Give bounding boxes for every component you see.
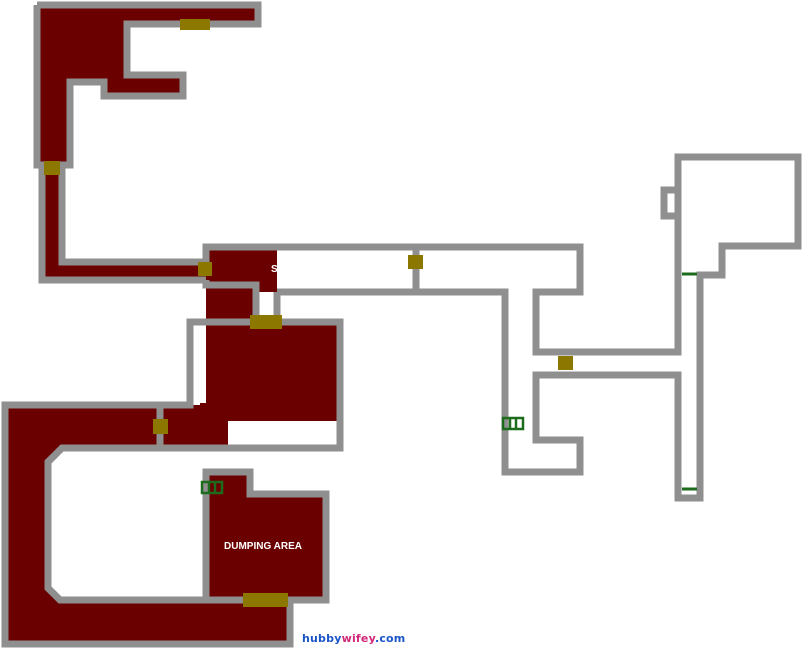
door-marker — [198, 262, 212, 276]
doors — [44, 19, 573, 607]
door-marker — [44, 161, 60, 175]
room-central-corridor — [160, 249, 340, 446]
door-marker — [153, 419, 168, 434]
ladders — [200, 272, 697, 495]
site-credit: hubbywifey.com — [302, 632, 405, 645]
wall-central-room — [156, 280, 344, 452]
wall-south-west — [1, 401, 330, 648]
wall-corridor-top — [202, 153, 802, 502]
door-marker — [558, 356, 573, 370]
partial-room-label: S — [271, 264, 278, 275]
ladder-icon — [501, 416, 525, 431]
credit-part-3: .com — [374, 632, 406, 645]
door-marker — [408, 255, 423, 269]
room-south-west — [5, 405, 290, 644]
door-marker — [243, 593, 288, 607]
room-dumping-area — [206, 472, 326, 600]
door-marker — [250, 315, 282, 329]
wall-south-west-inner — [44, 444, 206, 604]
credit-part-2: wifey — [341, 632, 375, 645]
room-north-west — [37, 5, 258, 280]
door-marker — [180, 19, 210, 30]
visited-areas — [5, 5, 340, 644]
wall-corridor-notch — [660, 186, 678, 220]
credit-part-1: hubby — [302, 632, 342, 645]
wall-north-west-left — [33, 5, 206, 284]
wall-north-west-outer — [37, 1, 262, 266]
ladder-icon — [200, 480, 224, 495]
dumping-area-label: DUMPING AREA — [224, 541, 302, 552]
